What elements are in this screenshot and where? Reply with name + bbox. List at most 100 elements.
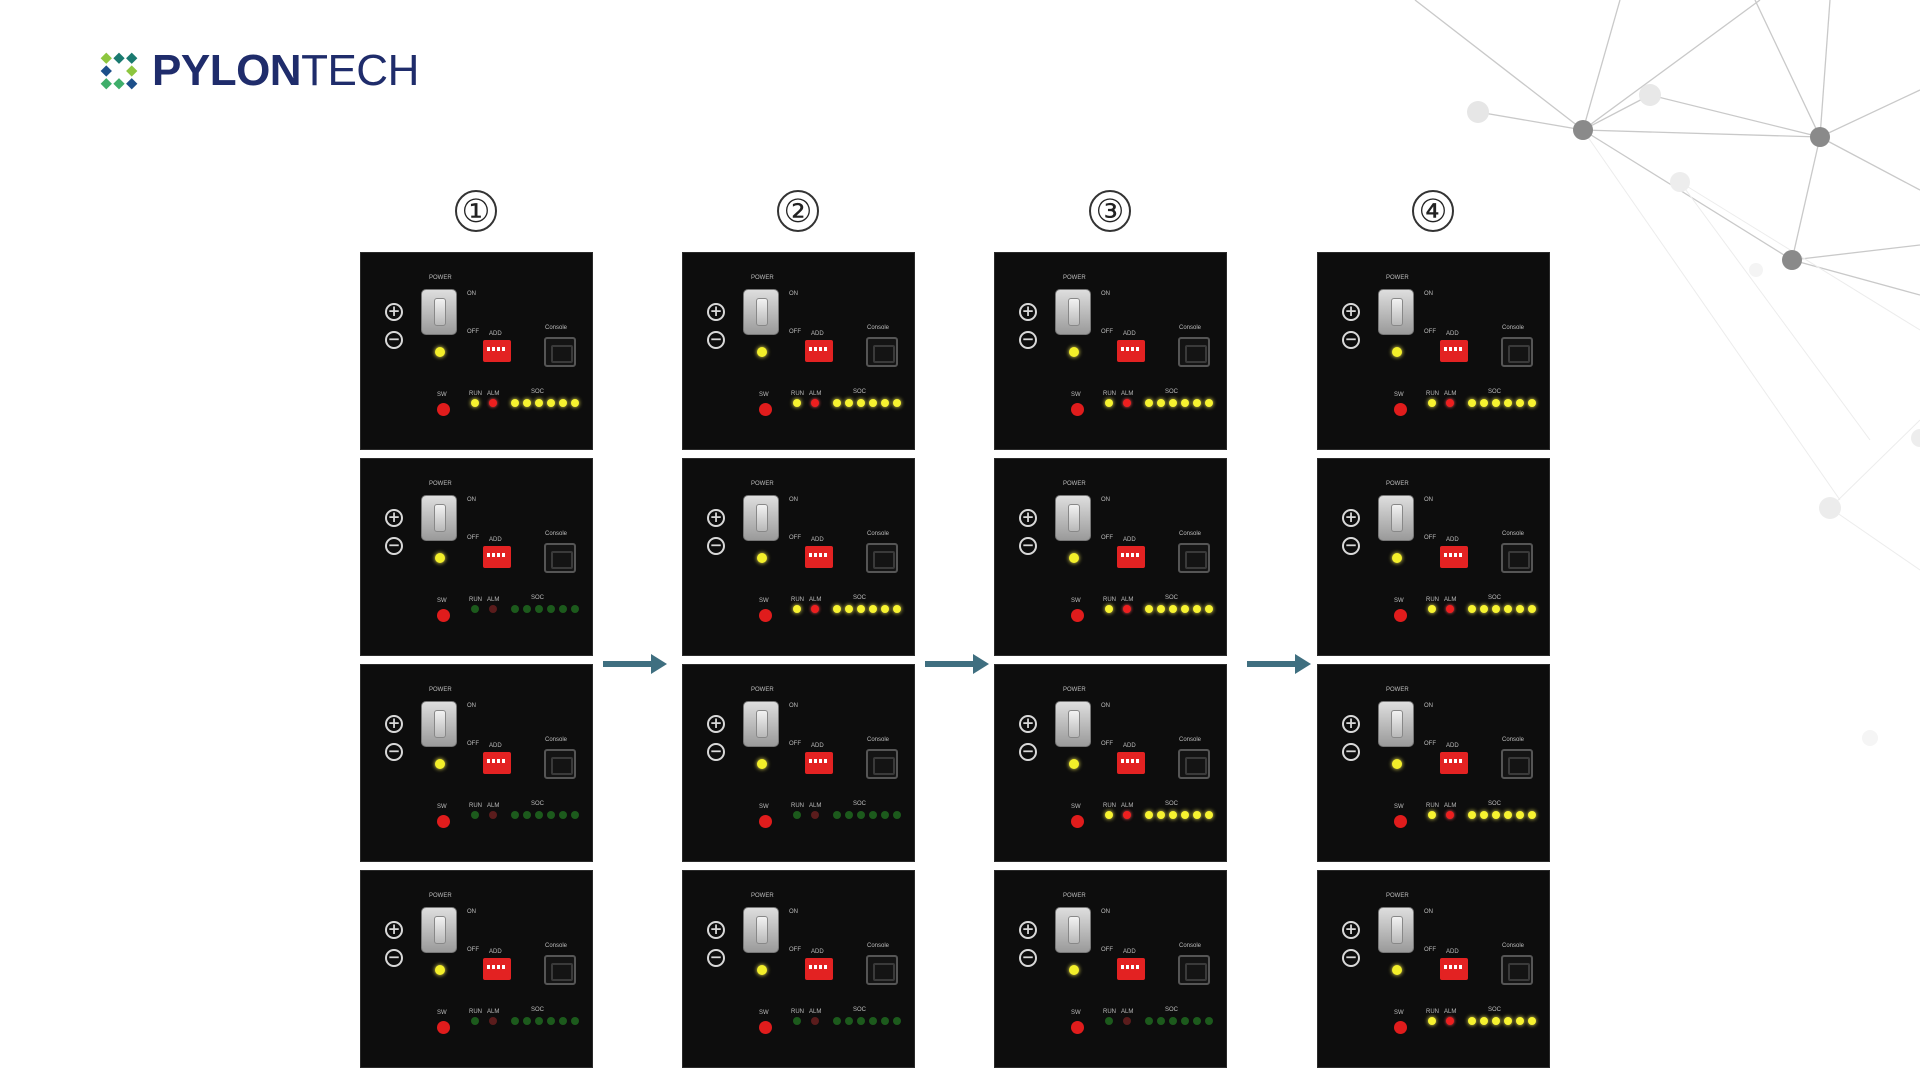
power-switch[interactable] [421, 701, 457, 747]
sw-button[interactable] [759, 815, 772, 828]
console-port[interactable] [1501, 543, 1533, 573]
on-label: ON [1101, 291, 1110, 297]
step-number: ① [455, 190, 497, 232]
power-switch[interactable] [1378, 495, 1414, 541]
console-port[interactable] [1178, 337, 1210, 367]
address-dip-switch[interactable] [1117, 752, 1145, 774]
power-label: POWER [1386, 481, 1409, 487]
address-dip-switch[interactable] [483, 752, 511, 774]
sw-button[interactable] [437, 403, 450, 416]
alarm-led [1446, 399, 1454, 407]
power-indicator-led [1069, 965, 1079, 975]
soc-label: SOC [531, 1007, 545, 1013]
on-label: ON [789, 703, 798, 709]
sw-button[interactable] [1394, 403, 1407, 416]
address-dip-switch[interactable] [1440, 340, 1468, 362]
soc-led [547, 811, 555, 819]
address-dip-switch[interactable] [483, 340, 511, 362]
console-port[interactable] [866, 543, 898, 573]
console-port[interactable] [544, 955, 576, 985]
power-switch[interactable] [1378, 907, 1414, 953]
power-switch[interactable] [743, 495, 779, 541]
sw-label: SW [1394, 804, 1404, 810]
address-dip-switch[interactable] [1440, 546, 1468, 568]
off-label: OFF [1424, 535, 1436, 541]
power-label: POWER [429, 275, 452, 281]
soc-led [845, 605, 853, 613]
console-port[interactable] [544, 337, 576, 367]
power-switch[interactable] [743, 701, 779, 747]
off-label: OFF [1101, 947, 1113, 953]
soc-led [1145, 605, 1153, 613]
power-switch[interactable] [421, 907, 457, 953]
power-label: POWER [1063, 275, 1086, 281]
power-switch[interactable] [1055, 701, 1091, 747]
power-label: POWER [1063, 481, 1086, 487]
sw-button[interactable] [437, 815, 450, 828]
address-dip-switch[interactable] [483, 546, 511, 568]
address-dip-switch[interactable] [1117, 546, 1145, 568]
alm-label: ALM [487, 1009, 500, 1015]
power-switch[interactable] [1055, 495, 1091, 541]
console-port[interactable] [866, 955, 898, 985]
sw-button[interactable] [1071, 1021, 1084, 1034]
plus-terminal-icon: + [1342, 303, 1360, 321]
on-label: ON [1101, 909, 1110, 915]
brand-name-light: TECH [301, 46, 419, 95]
address-dip-switch[interactable] [1440, 958, 1468, 980]
power-switch[interactable] [1055, 289, 1091, 335]
console-port[interactable] [544, 749, 576, 779]
console-label: Console [545, 531, 568, 537]
sw-button[interactable] [1394, 815, 1407, 828]
sw-button[interactable] [1394, 609, 1407, 622]
soc-led [833, 605, 841, 613]
console-port[interactable] [544, 543, 576, 573]
sw-button[interactable] [1394, 1021, 1407, 1034]
power-switch[interactable] [743, 907, 779, 953]
sw-button[interactable] [759, 403, 772, 416]
sw-button[interactable] [1071, 403, 1084, 416]
sw-button[interactable] [759, 1021, 772, 1034]
soc-led [1468, 399, 1476, 407]
power-switch[interactable] [1378, 289, 1414, 335]
sw-button[interactable] [1071, 815, 1084, 828]
plus-terminal-icon: + [1342, 509, 1360, 527]
run-label: RUN [1103, 391, 1116, 397]
address-dip-switch[interactable] [1440, 752, 1468, 774]
address-dip-switch[interactable] [805, 958, 833, 980]
run-label: RUN [1426, 597, 1439, 603]
power-switch[interactable] [421, 495, 457, 541]
address-dip-switch[interactable] [483, 958, 511, 980]
console-port[interactable] [1501, 955, 1533, 985]
console-port[interactable] [866, 337, 898, 367]
address-dip-switch[interactable] [1117, 958, 1145, 980]
power-switch[interactable] [1055, 907, 1091, 953]
power-switch[interactable] [421, 289, 457, 335]
address-dip-switch[interactable] [805, 546, 833, 568]
power-label: POWER [1386, 687, 1409, 693]
run-led [1428, 1017, 1436, 1025]
address-dip-switch[interactable] [805, 752, 833, 774]
run-label: RUN [1426, 803, 1439, 809]
power-switch[interactable] [1378, 701, 1414, 747]
soc-led [511, 811, 519, 819]
console-port[interactable] [1501, 749, 1533, 779]
power-indicator-led [1069, 759, 1079, 769]
console-port[interactable] [1178, 955, 1210, 985]
sw-button[interactable] [1071, 609, 1084, 622]
address-dip-switch[interactable] [1117, 340, 1145, 362]
console-label: Console [1179, 943, 1202, 949]
sw-button[interactable] [437, 1021, 450, 1034]
console-port[interactable] [866, 749, 898, 779]
power-switch[interactable] [743, 289, 779, 335]
sw-button[interactable] [759, 609, 772, 622]
console-port[interactable] [1178, 749, 1210, 779]
address-dip-switch[interactable] [805, 340, 833, 362]
console-port[interactable] [1501, 337, 1533, 367]
console-port[interactable] [1178, 543, 1210, 573]
sw-button[interactable] [437, 609, 450, 622]
on-label: ON [1424, 497, 1433, 503]
